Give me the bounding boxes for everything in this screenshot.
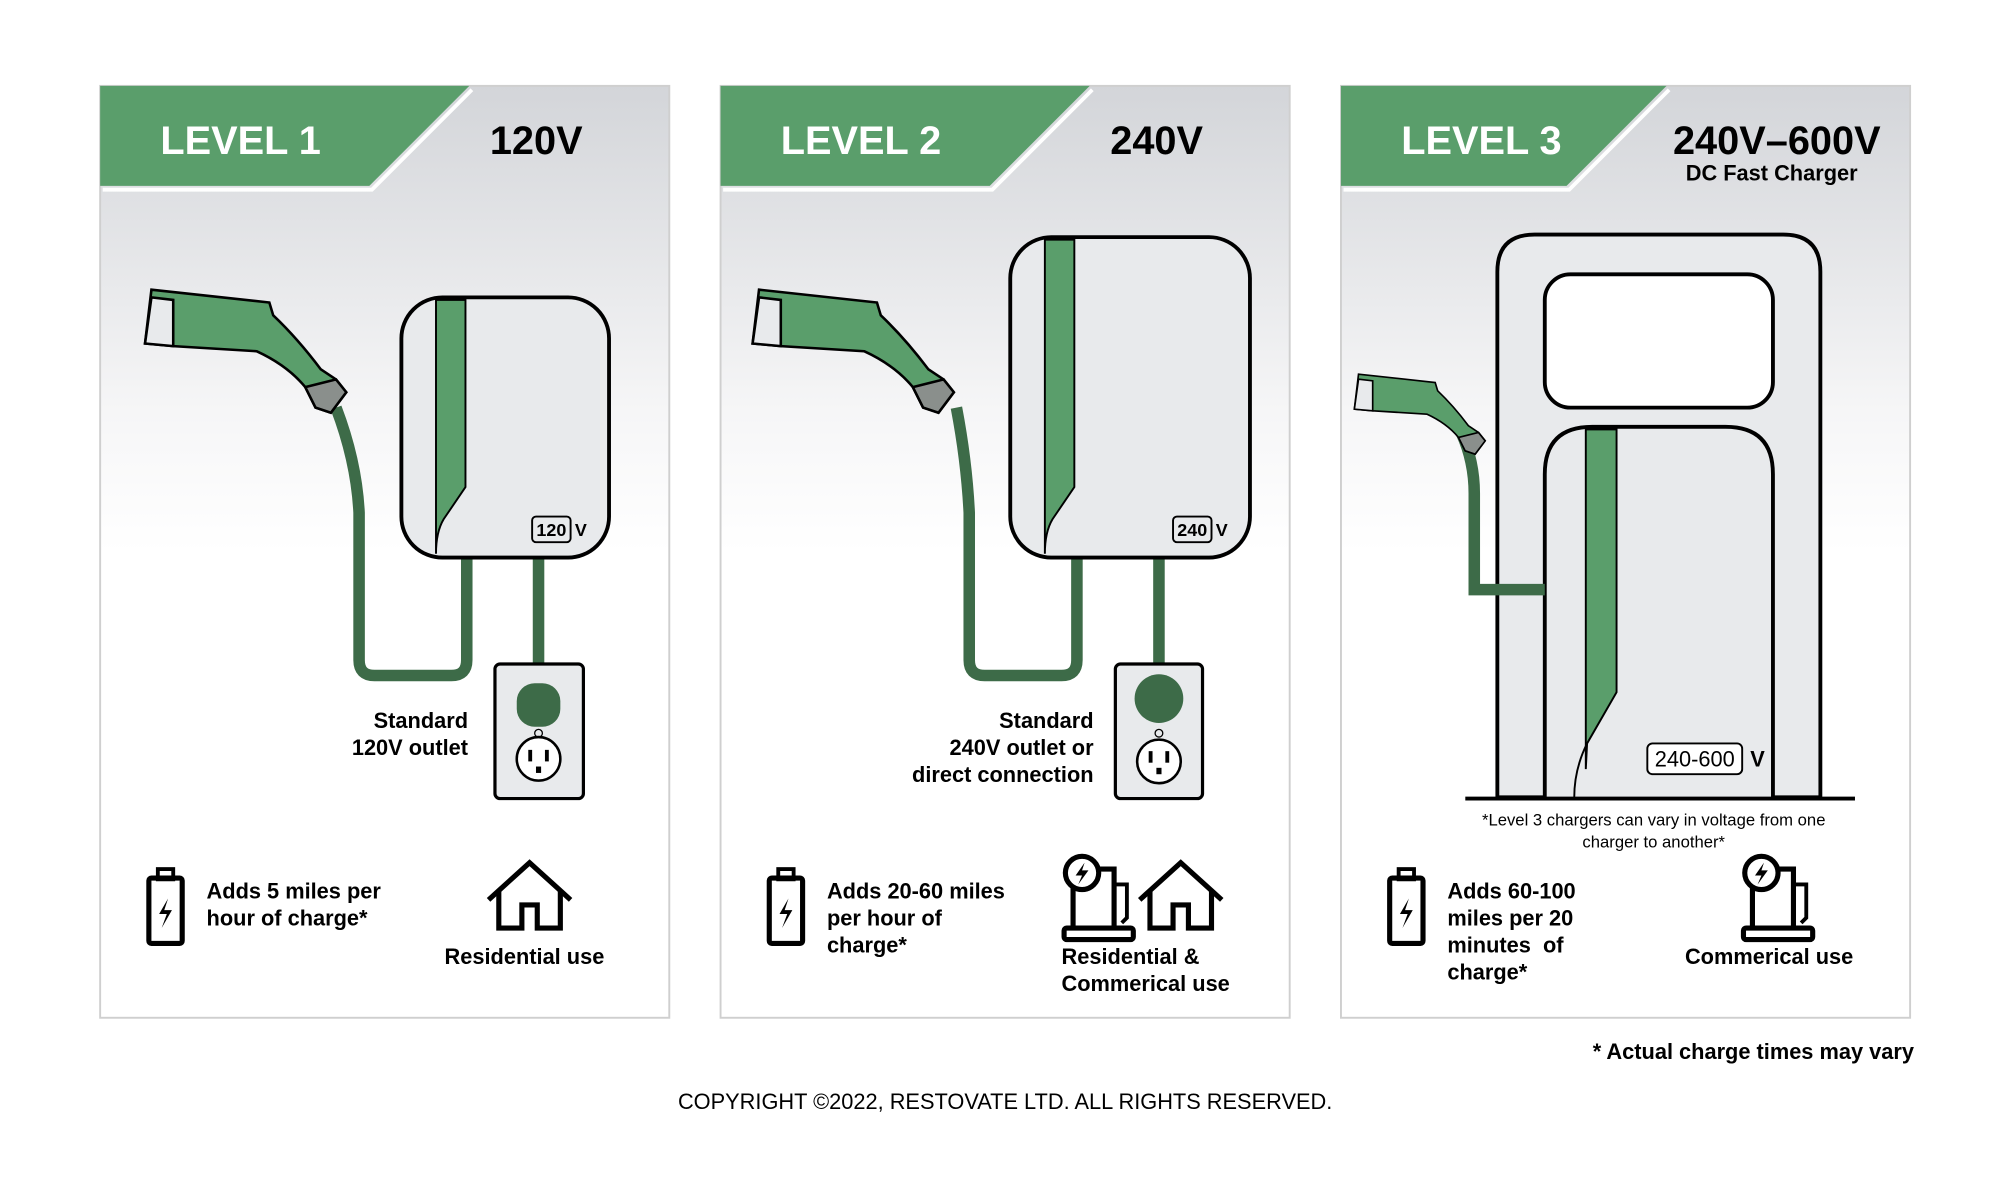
charge-rate-line: charge* (1447, 959, 1527, 984)
device-voltage-unit: V (1216, 520, 1228, 540)
voltage-title: 240V (1110, 119, 1203, 163)
wall-charger-icon: 120 V (399, 295, 611, 560)
panel-level-3: LEVEL 3 240V–600V DC Fast Charger 240-60… (1340, 84, 1912, 1019)
panel-level-2: LEVEL 2 240V 240 V Standard 240V outlet … (719, 84, 1291, 1019)
charger-cable (330, 405, 473, 682)
disclaimer: * Actual charge times may vary (1593, 1039, 1914, 1064)
voltage-title: 120V (490, 119, 583, 163)
outlet-icon (493, 662, 586, 801)
charge-rate-line: minutes of (1447, 932, 1564, 957)
charge-rate-line: Adds 5 miles per (207, 879, 382, 904)
level-banner (100, 85, 470, 186)
charge-rate-line: hour of charge* (207, 905, 368, 930)
voltage-title: 240V–600V (1673, 119, 1881, 163)
copyright: COPYRIGHT ©2022, RESTOVATE LTD. ALL RIGH… (678, 1089, 1332, 1114)
device-voltage-unit: V (575, 520, 587, 540)
level-title: LEVEL 1 (160, 119, 320, 163)
device-voltage-label: 120 (536, 520, 566, 540)
device-voltage-unit: V (1750, 747, 1765, 772)
dc-fast-charger-icon: 240-600 V (1465, 232, 1855, 801)
use-label: Commerical use (1685, 944, 1853, 969)
voltage-subtitle: DC Fast Charger (1686, 161, 1858, 186)
charge-rate-line: Adds 20-60 miles (827, 879, 1005, 904)
wall-charger-icon: 240 V (1008, 235, 1252, 560)
charge-rate-line: per hour of (827, 905, 943, 930)
charge-rate-line: miles per 20 (1447, 905, 1573, 930)
device-voltage-label: 240 (1177, 520, 1207, 540)
device-voltage-label: 240-600 (1655, 747, 1735, 772)
level-title: LEVEL 3 (1401, 119, 1561, 163)
outlet-label-line: 240V outlet or (950, 735, 1095, 760)
voltage-note-line: *Level 3 chargers can vary in voltage fr… (1482, 810, 1826, 829)
panel-level-1: LEVEL 1 120V 120 V Standard 120V outlet … (99, 84, 671, 1019)
level-title: LEVEL 2 (781, 119, 941, 163)
charger-cable (950, 406, 1083, 682)
outlet-label-line: 120V outlet (352, 735, 468, 760)
voltage-note-line: charger to another* (1582, 832, 1725, 851)
outlet-label-line: Standard (374, 708, 468, 733)
outlet-label-line: direct connection (912, 762, 1094, 787)
level-banner (720, 85, 1090, 186)
charge-rate-line: charge* (827, 932, 907, 957)
outlet-icon (1113, 662, 1205, 801)
use-label: Residential use (445, 944, 605, 969)
use-label: Residential & (1062, 944, 1200, 969)
charge-rate-line: Adds 60-100 (1447, 879, 1575, 904)
level-banner (1340, 85, 1667, 186)
outlet-label-line: Standard (999, 708, 1093, 733)
use-label: Commerical use (1062, 971, 1230, 996)
